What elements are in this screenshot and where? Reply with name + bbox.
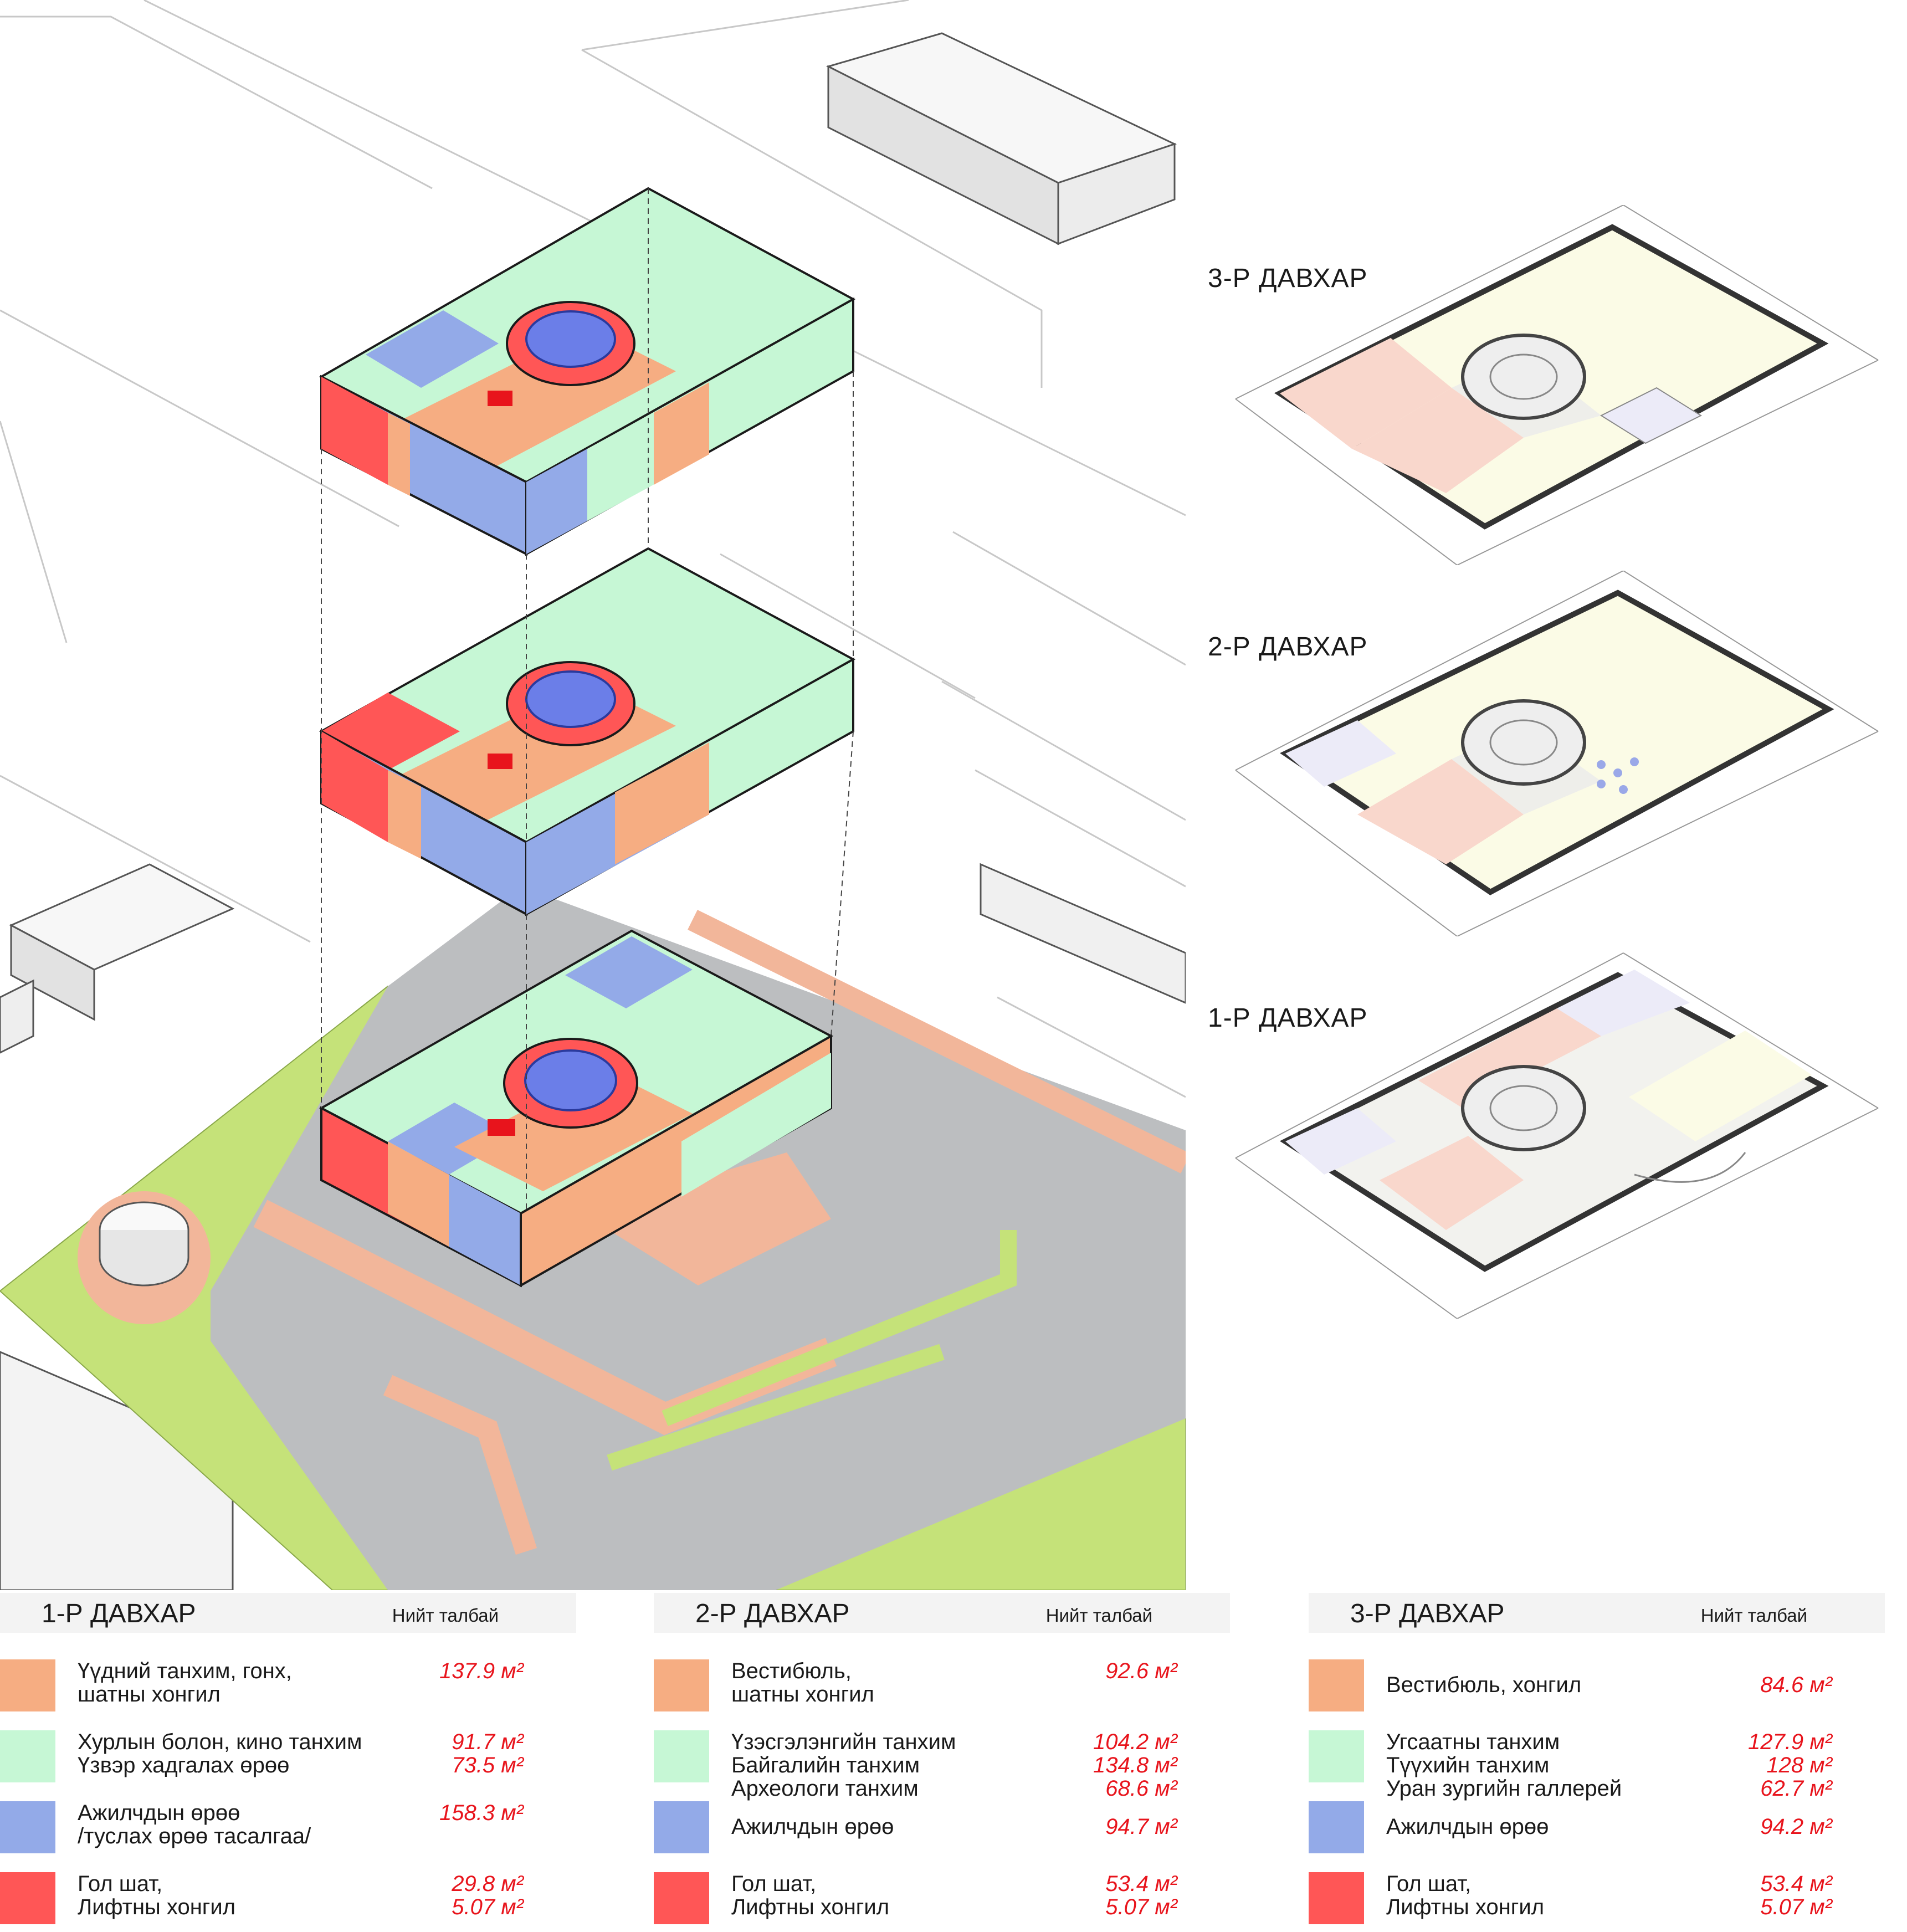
legend-total-label: Нийт талбай — [1045, 1605, 1152, 1626]
legend-label: Гол шат, — [78, 1872, 163, 1896]
legend-label: Лифтны хонгил — [731, 1895, 890, 1919]
legend-label: Археологи танхим — [731, 1776, 919, 1801]
legend-title: 3-Р ДАВХАР — [1350, 1599, 1505, 1628]
legend-value: 128 м² — [1766, 1753, 1832, 1777]
exploded-axonometric-diagram — [0, 0, 1186, 1590]
legend-swatch-red — [0, 1872, 55, 1924]
legend-label: Үүдний танхим, гонх, — [78, 1659, 292, 1683]
legend-label: Хурлын болон, кино танхим — [78, 1730, 362, 1754]
plan-title-floor-2: 2-Р ДАВХАР — [1208, 632, 1368, 662]
legend-value: 92.6 м² — [1105, 1659, 1177, 1683]
legend-label: Үзэсгэлэнгийн танхим — [731, 1730, 956, 1754]
legend-header: 3-Р ДАВХАР Нийт талбай — [1309, 1593, 1885, 1633]
legend-header: 1-Р ДАВХАР Нийт талбай — [0, 1593, 576, 1633]
legend-label: Угсаатны танхим — [1386, 1730, 1560, 1754]
legend-swatch-orange — [654, 1659, 709, 1711]
legend-floor-1: 1-Р ДАВХАР Нийт талбай Үүдний танхим, го… — [0, 1593, 576, 1924]
legend-swatch-green — [654, 1730, 709, 1782]
floor-plan-2 — [1235, 571, 1879, 936]
legend-swatch-red — [654, 1872, 709, 1924]
legend-label: Байгалийн танхим — [731, 1753, 920, 1777]
legend-value: 84.6 м² — [1760, 1673, 1832, 1697]
neighbour-buildings — [0, 32, 1186, 1590]
legend-value: 158.3 м² — [439, 1801, 524, 1825]
plan-title-floor-3: 3-Р ДАВХАР — [1208, 264, 1368, 293]
legend-swatch-blue — [654, 1801, 709, 1853]
legend-label: шатны хонгил — [78, 1682, 221, 1706]
floor-plan-1 — [1235, 952, 1879, 1319]
projection-lines — [321, 188, 854, 1213]
legend-value: 127.9 м² — [1748, 1730, 1832, 1754]
legend-label: /туслах өрөө тасалгаа/ — [78, 1824, 311, 1848]
legend-label: Лифтны хонгил — [1386, 1895, 1545, 1919]
legend-total-label: Нийт талбай — [392, 1605, 499, 1626]
legend-label: Уран зургийн галлерей — [1386, 1776, 1622, 1801]
legend-label: Вестибюль, — [731, 1659, 852, 1683]
legend-label: Лифтны хонгил — [78, 1895, 236, 1919]
legend-value: 5.07 м² — [452, 1895, 524, 1919]
legend-swatch-orange — [0, 1659, 55, 1711]
legend-value: 62.7 м² — [1760, 1776, 1832, 1801]
floor-1-block — [319, 929, 834, 1288]
legend-title: 1-Р ДАВХАР — [42, 1599, 196, 1628]
legend-value: 104.2 м² — [1093, 1730, 1177, 1754]
legend-value: 94.2 м² — [1760, 1815, 1832, 1839]
legend-value: 134.8 м² — [1093, 1753, 1177, 1777]
legend-label: Ажилчдын өрөө — [731, 1815, 894, 1839]
legend-value: 5.07 м² — [1760, 1895, 1832, 1919]
legend-swatch-green — [0, 1730, 55, 1782]
legend-swatch-red — [1309, 1872, 1364, 1924]
plan-title-floor-1: 1-Р ДАВХАР — [1208, 1003, 1368, 1033]
legend-label: Ажилчдын өрөө — [78, 1801, 240, 1825]
legend-header: 2-Р ДАВХАР Нийт талбай — [654, 1593, 1230, 1633]
legend-swatch-blue — [1309, 1801, 1364, 1853]
legend-label: Гол шат, — [731, 1872, 817, 1896]
floor-2-block — [319, 547, 856, 916]
legend-swatch-blue — [0, 1801, 55, 1853]
legend-label: Үзвэр хадгалах өрөө — [78, 1753, 290, 1777]
legend-title: 2-Р ДАВХАР — [695, 1599, 850, 1628]
legend-label: Түүхийн танхим — [1386, 1753, 1550, 1777]
legend-value: 53.4 м² — [1760, 1872, 1832, 1896]
legend-value: 91.7 м² — [452, 1730, 524, 1754]
legend-value: 53.4 м² — [1105, 1872, 1177, 1896]
legend-floor-2: 2-Р ДАВХАР Нийт талбай Вестибюль,шатны х… — [654, 1593, 1230, 1924]
legend-swatch-orange — [1309, 1659, 1364, 1711]
legend-swatch-green — [1309, 1730, 1364, 1782]
legend-value: 29.8 м² — [452, 1872, 524, 1896]
context-linework — [0, 0, 1186, 1098]
legend-label: Вестибюль, хонгил — [1386, 1673, 1582, 1697]
floor-plan-3 — [1235, 205, 1879, 565]
legend-label: Ажилчдын өрөө — [1386, 1815, 1549, 1839]
legend-value: 137.9 м² — [439, 1659, 524, 1683]
legend-total-label: Нийт талбай — [1700, 1605, 1807, 1626]
legend-floor-3: 3-Р ДАВХАР Нийт талбай Вестибюль, хонгил… — [1309, 1593, 1885, 1924]
legend-label: Гол шат, — [1386, 1872, 1472, 1896]
floor-3-block — [319, 187, 856, 556]
legend-value: 73.5 м² — [452, 1753, 524, 1777]
legend-label: шатны хонгил — [731, 1682, 874, 1706]
legend-value: 5.07 м² — [1105, 1895, 1177, 1919]
legend-value: 68.6 м² — [1105, 1776, 1177, 1801]
legend-value: 94.7 м² — [1105, 1815, 1177, 1839]
